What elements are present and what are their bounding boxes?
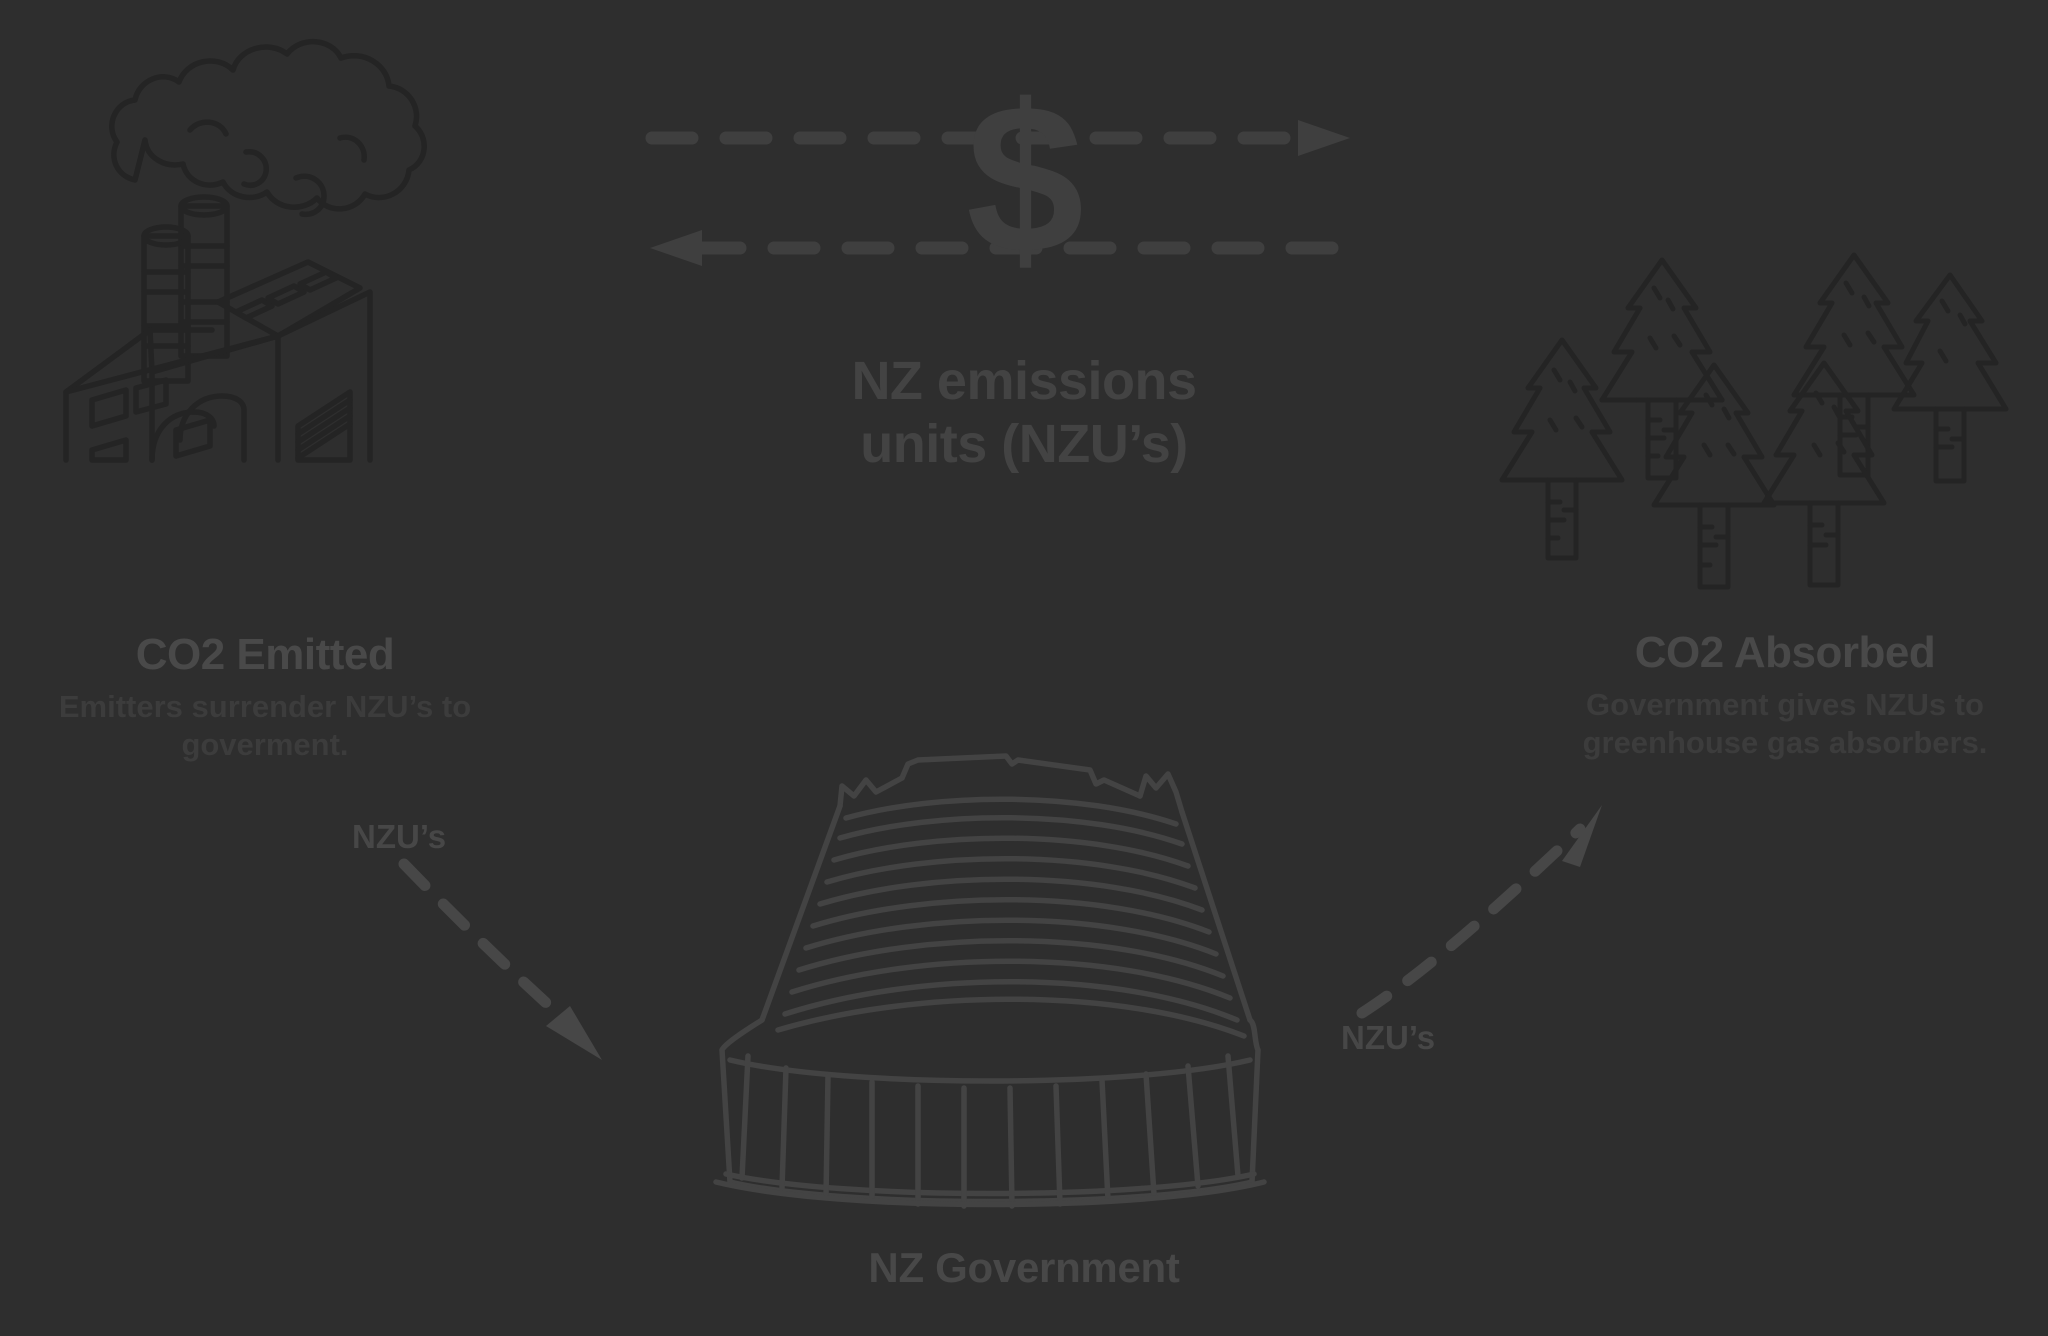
nzu-money-flow-arrows	[640, 100, 1360, 280]
co2-emitted-description: Emitters surrender NZU’s to goverment.	[58, 689, 472, 762]
nzu-label-right: NZU’s	[1341, 1019, 1436, 1056]
arrow-government-to-absorbers	[1340, 795, 1620, 1035]
right-caption-block: CO2 Absorbed Government gives NZUs to gr…	[1520, 628, 2048, 762]
pine-forest-icon	[1499, 252, 2010, 595]
arrow-to-absorbers	[645, 120, 1350, 156]
nzu-label-left: NZU’s	[352, 818, 447, 855]
co2-absorbed-heading: CO2 Absorbed	[1634, 628, 1936, 677]
left-caption-block: CO2 Emitted Emitters surrender NZU’s to …	[0, 630, 530, 764]
dollar-sign-icon: $	[966, 60, 1084, 297]
arrow-to-government	[650, 230, 1359, 266]
beehive-parliament-icon	[690, 730, 1290, 1210]
co2-absorbed-description: Government gives NZUs to greenhouse gas …	[1582, 687, 1988, 760]
arrow-emitters-to-government	[380, 840, 640, 1080]
factory-smokestack-icon	[40, 30, 460, 463]
co2-emitted-heading: CO2 Emitted	[135, 630, 395, 679]
page-title: NZ emissions units (NZU’s)	[851, 351, 1197, 474]
nz-government-label: NZ Government	[868, 1244, 1180, 1291]
